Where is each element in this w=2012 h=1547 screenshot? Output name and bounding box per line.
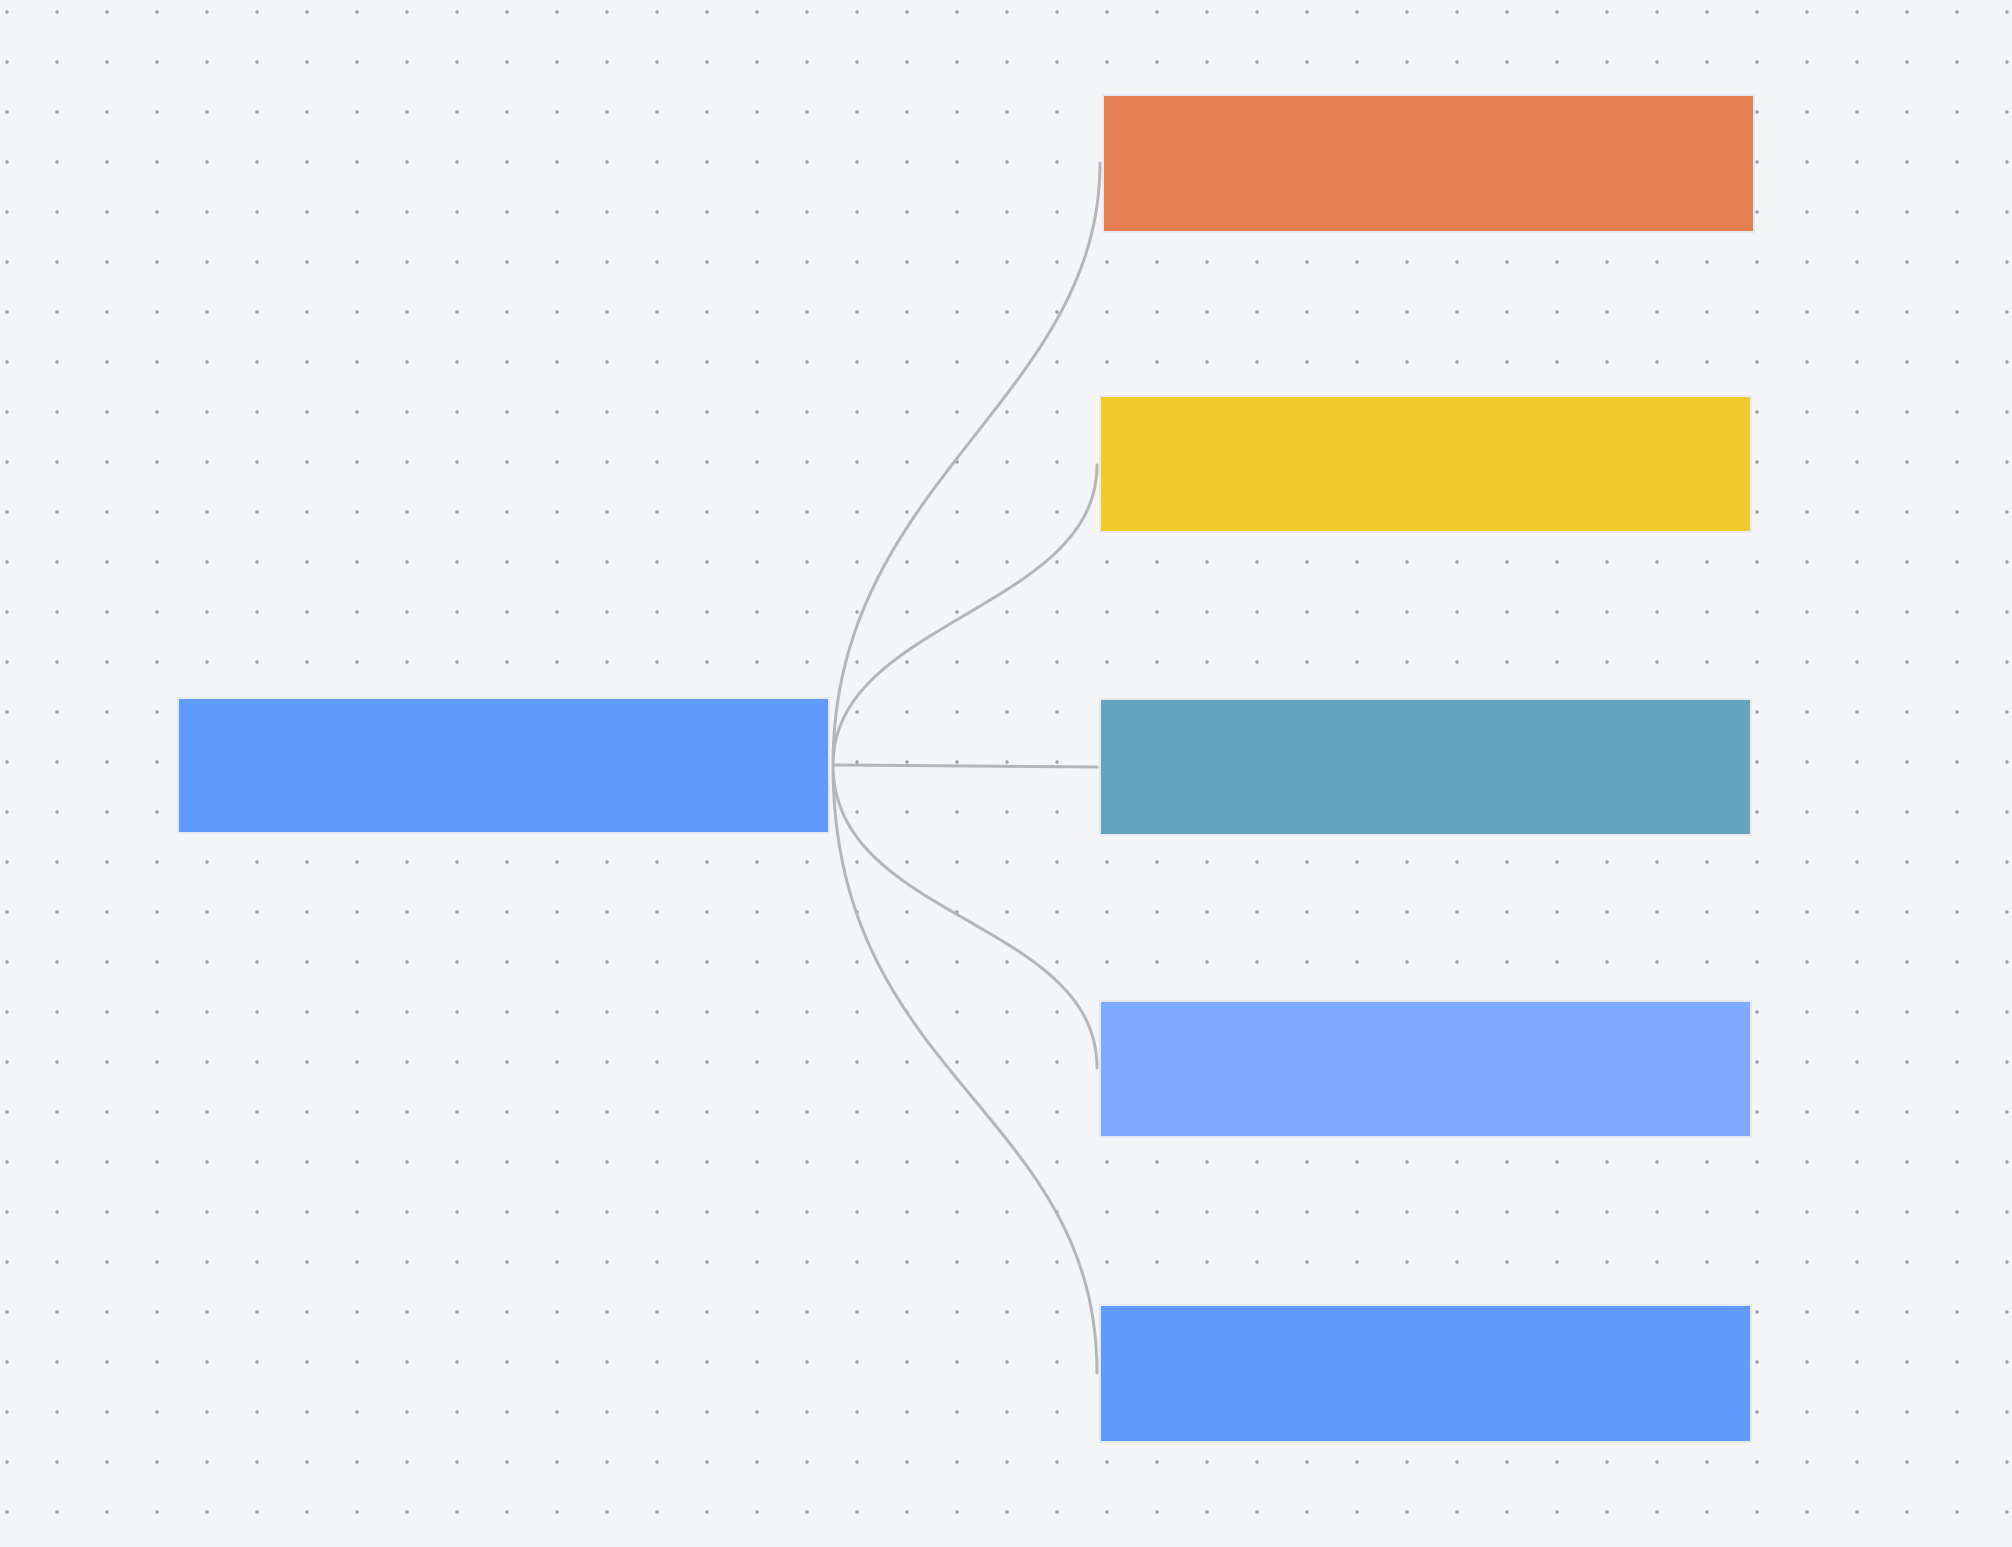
connector-root-to-child-3 [831, 763, 1099, 769]
connector-root-to-child-4 [831, 763, 1099, 1070]
root-node[interactable] [177, 697, 830, 834]
child-node-5[interactable] [1099, 1304, 1752, 1443]
connector-root-to-child-2 [831, 463, 1099, 767]
connector-root-to-child-1 [831, 161, 1102, 767]
child-node-1[interactable] [1102, 94, 1755, 233]
connector-root-to-child-5 [831, 763, 1099, 1375]
child-node-2[interactable] [1099, 395, 1752, 533]
child-node-4[interactable] [1099, 1000, 1752, 1138]
child-node-3[interactable] [1099, 698, 1752, 836]
